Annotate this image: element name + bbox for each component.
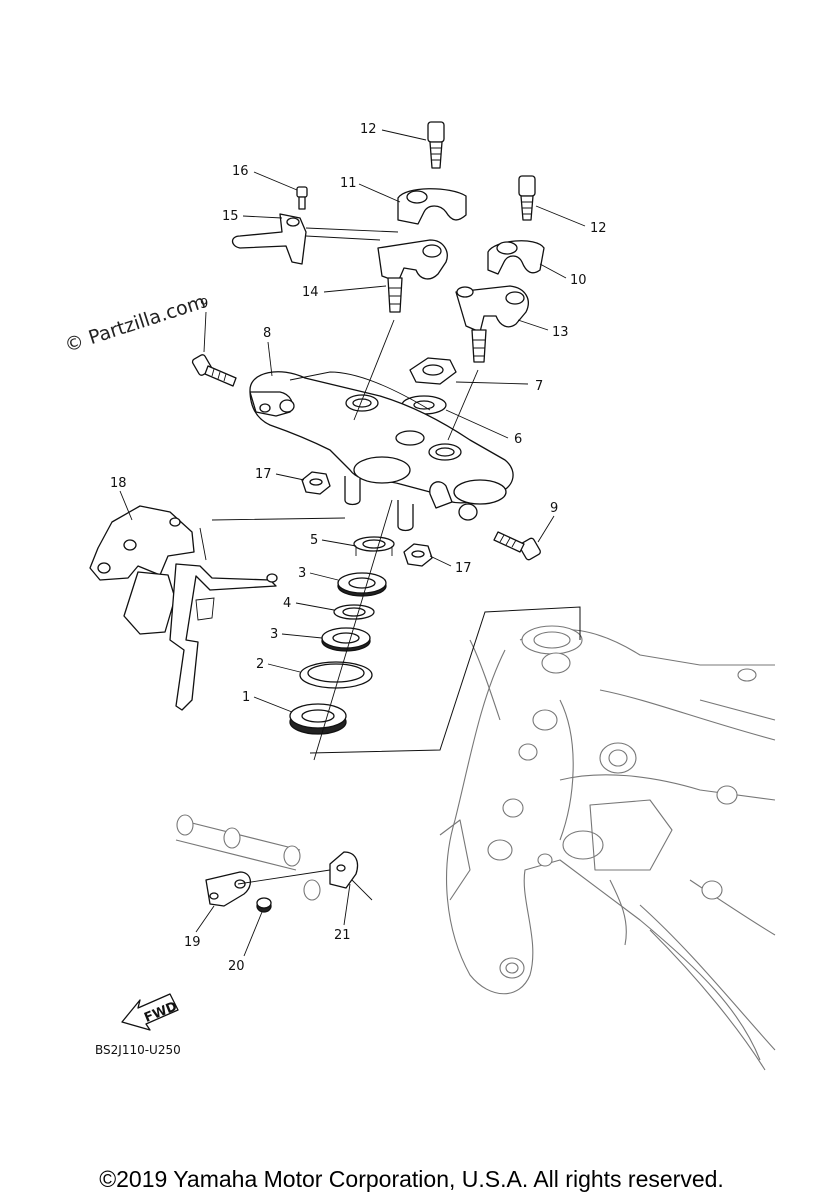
callout-9: 9 <box>550 501 558 516</box>
motorcycle-frame <box>439 625 776 1071</box>
reference-cylinders <box>175 814 321 901</box>
bearing-race-2 <box>299 661 373 689</box>
upper-bracket-8 <box>249 371 514 532</box>
screw-16 <box>296 186 308 210</box>
callout-15: 15 <box>222 209 239 224</box>
stem-axis-line <box>313 499 393 761</box>
handlebar-holder-upper-10 <box>487 240 545 275</box>
callout-9: 9 <box>200 297 208 312</box>
callout-1: 1 <box>242 690 250 705</box>
callout-labels: 12 12 16 11 15 10 14 13 9 8 7 6 17 18 9 … <box>110 122 607 974</box>
callout-7: 7 <box>535 379 543 394</box>
callout-21: 21 <box>334 928 351 943</box>
screw-20 <box>256 897 272 913</box>
callout-18: 18 <box>110 476 127 491</box>
nut-17-left <box>301 471 331 495</box>
callout-13: 13 <box>552 325 569 340</box>
bolt-9-right <box>493 531 541 561</box>
washer-5 <box>353 536 395 556</box>
copyright-notice: ©2019 Yamaha Motor Corporation, U.S.A. A… <box>99 1166 724 1192</box>
callout-12: 12 <box>360 122 377 137</box>
callout-11: 11 <box>340 176 357 191</box>
callout-12: 12 <box>590 221 607 236</box>
callout-19: 19 <box>184 935 201 950</box>
nut-7 <box>409 357 457 385</box>
bolt-12-right <box>518 175 536 221</box>
bolt-9-left <box>191 354 237 387</box>
handlebar-holder-upper-11 <box>397 188 467 225</box>
callout-6: 6 <box>514 432 522 447</box>
nut-17-right <box>403 543 433 567</box>
handlebar-holder-lower-13 <box>455 285 529 363</box>
bracket-15 <box>231 213 307 265</box>
callout-10: 10 <box>570 273 587 288</box>
diagram-code: BS2J110-U250 <box>95 1043 181 1057</box>
ring-nut-3-lower <box>321 627 371 652</box>
washer-4 <box>333 604 375 620</box>
ring-nut-3-upper <box>337 572 387 597</box>
callout-14: 14 <box>302 285 319 300</box>
callout-2: 2 <box>256 657 264 672</box>
bracket-19 <box>205 871 251 907</box>
fwd-arrow: FWD <box>121 993 180 1031</box>
callout-16: 16 <box>232 164 249 179</box>
callout-17: 17 <box>455 561 472 576</box>
bracket-21 <box>329 851 373 901</box>
callout-3: 3 <box>270 627 278 642</box>
callout-3: 3 <box>298 566 306 581</box>
callout-20: 20 <box>228 959 245 974</box>
bolt-12-left <box>427 121 445 169</box>
callout-8: 8 <box>263 326 271 341</box>
callout-5: 5 <box>310 533 318 548</box>
reference-outline <box>309 606 581 754</box>
callout-17: 17 <box>255 467 272 482</box>
handlebar-holder-lower-14 <box>377 239 448 313</box>
bracket-18 <box>89 505 278 711</box>
bearing-1 <box>289 703 347 735</box>
callout-4: 4 <box>283 596 291 611</box>
